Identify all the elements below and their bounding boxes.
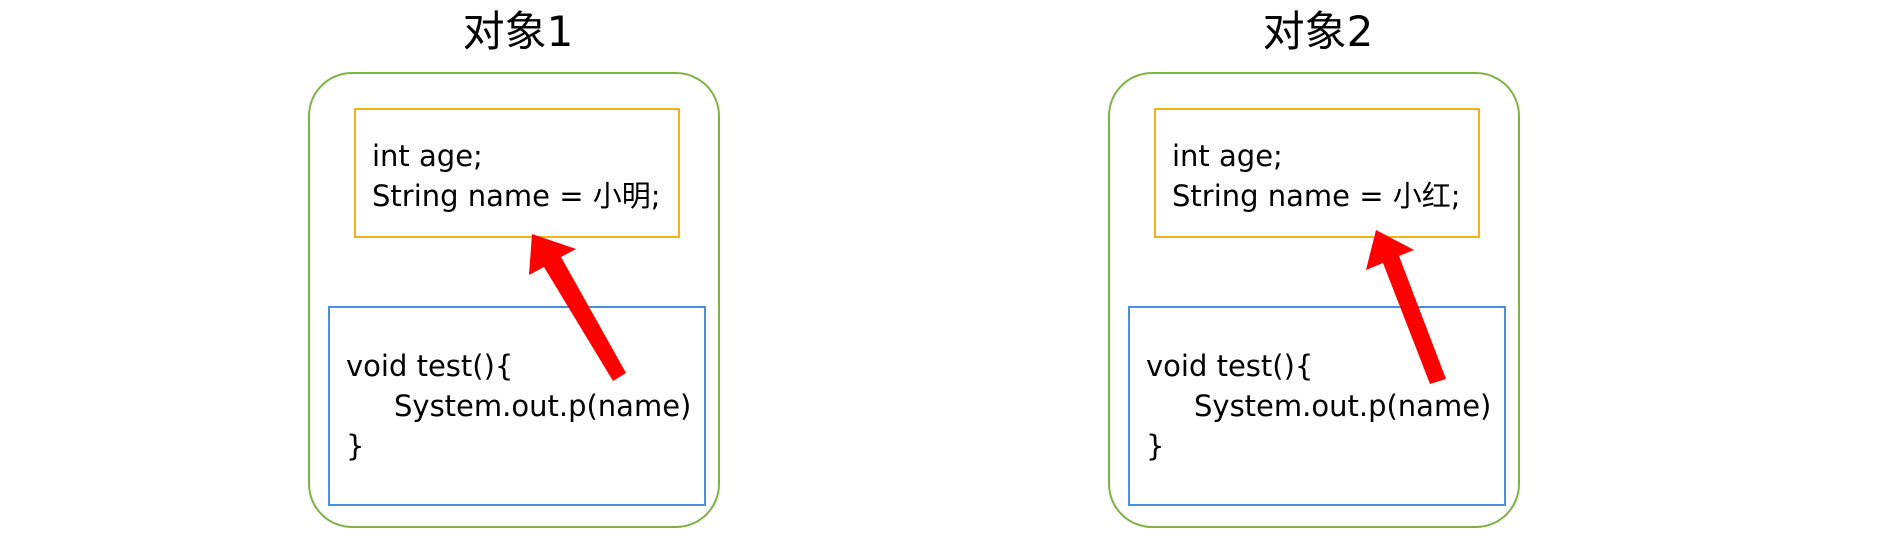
object-1-group: 对象1 int age; String name = 小明; void test…	[308, 0, 728, 556]
object-1-method-body: System.out.p(name)	[394, 389, 692, 423]
object-1-arrow-shape	[529, 234, 626, 381]
object-2-title: 对象2	[1262, 7, 1374, 56]
object-1-title: 对象1	[462, 7, 574, 56]
object-2-method-box: void test(){ System.out.p(name) }	[1128, 306, 1506, 506]
object-2-frame	[1108, 72, 1520, 528]
object-2-method-body: System.out.p(name)	[1194, 389, 1492, 423]
object-2-method-close: }	[1146, 429, 1165, 463]
object-1-reference-arrow	[529, 234, 626, 381]
object-2-fields-box: int age; String name = 小红;	[1154, 108, 1480, 238]
object-2-reference-arrow	[1366, 230, 1446, 384]
object-2-field-age: int age;	[1172, 139, 1283, 173]
object-2-field-name: String name = 小红;	[1172, 179, 1461, 213]
object-1-field-name: String name = 小明;	[372, 179, 661, 213]
object-1-method-close: }	[346, 429, 365, 463]
object-1-field-age: int age;	[372, 139, 483, 173]
object-1-fields-box: int age; String name = 小明;	[354, 108, 680, 238]
object-1-method-box: void test(){ System.out.p(name) }	[328, 306, 706, 506]
object-2-group: 对象2 int age; String name = 小红; void test…	[1108, 0, 1528, 556]
object-2-arrow-shape	[1366, 230, 1446, 384]
object-2-method-signature: void test(){	[1146, 349, 1314, 383]
object-1-method-signature: void test(){	[346, 349, 514, 383]
object-1-frame	[308, 72, 720, 528]
